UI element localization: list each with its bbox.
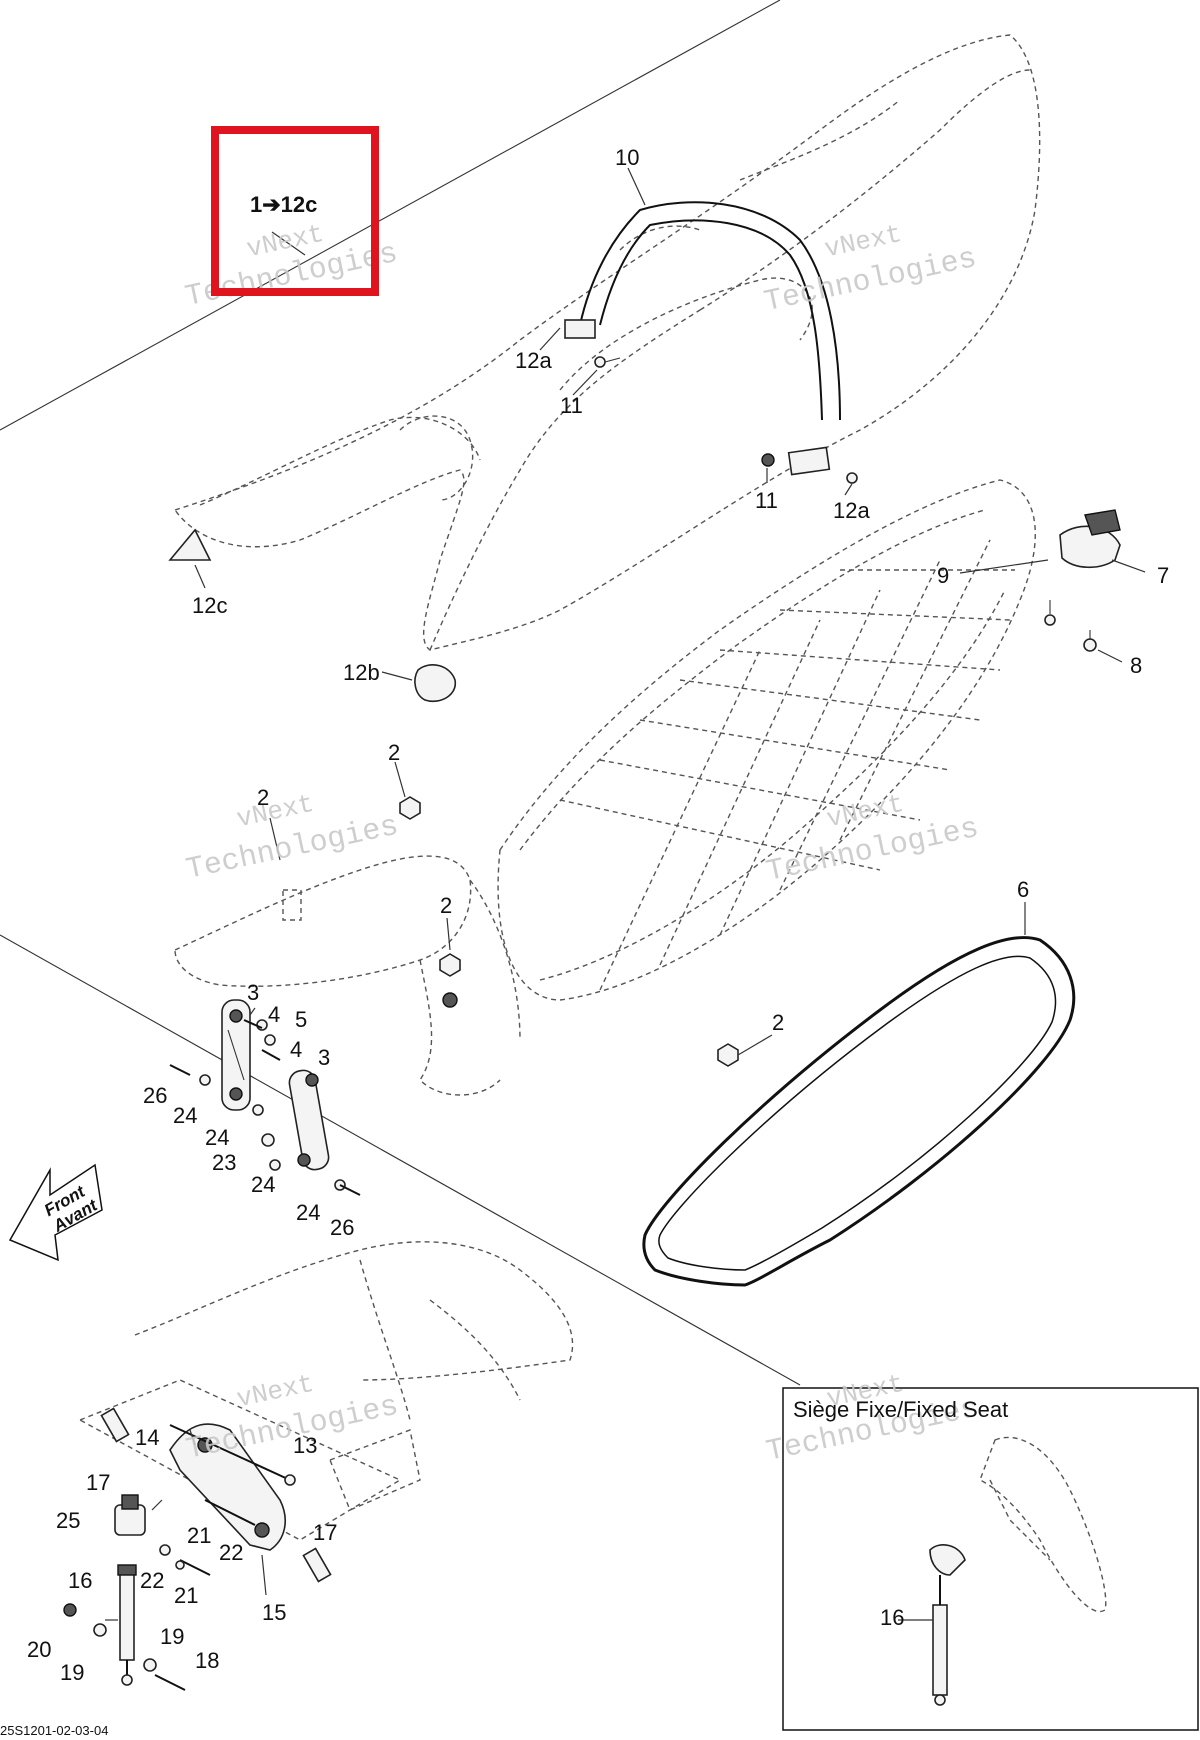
drawing-number: 25S1201-02-03-04 — [0, 1723, 108, 1738]
callout-13: 13 — [293, 1433, 317, 1458]
callout-labels: 1➔12c 10 12a 11 11 12a 9 7 8 12c 12b 2 2… — [27, 145, 1169, 1685]
screw-8 — [1083, 630, 1097, 652]
shock-16 — [117, 1564, 137, 1686]
inset-box — [782, 1387, 1199, 1731]
callout-7: 7 — [1157, 563, 1169, 588]
callout-24-c: 24 — [251, 1172, 275, 1197]
callout-24-d: 24 — [296, 1200, 320, 1225]
bracket-15 — [169, 1423, 286, 1551]
callout-5: 5 — [295, 1007, 307, 1032]
strap-fasteners — [594, 356, 858, 484]
nuts-2 — [399, 796, 739, 1067]
callout-6: 6 — [1017, 877, 1029, 902]
spacer-17b — [302, 1547, 332, 1583]
highlight-box — [211, 126, 379, 296]
callout-24-b: 24 — [205, 1125, 229, 1150]
callout-12c: 12c — [192, 593, 227, 618]
callout-16: 16 — [68, 1568, 92, 1593]
callout-9: 9 — [937, 563, 949, 588]
callout-26-a: 26 — [143, 1083, 167, 1108]
callout-18: 18 — [195, 1648, 219, 1673]
callout-2-d: 2 — [772, 1010, 784, 1035]
seat-cover-outline — [173, 34, 1041, 651]
end-cap-12c — [168, 528, 212, 561]
washers-bolts — [169, 1019, 361, 1196]
watermark-line1: vNext — [824, 789, 907, 835]
callout-8: 8 — [1130, 653, 1142, 678]
screw-9 — [1044, 600, 1056, 626]
front-arrow — [8, 1163, 103, 1262]
background-lines — [0, 0, 801, 1386]
callout-4-b: 4 — [290, 1037, 302, 1062]
callout-21-a: 21 — [187, 1523, 211, 1548]
inset-title: Siège Fixe/Fixed Seat — [793, 1397, 1008, 1422]
seal-6 — [642, 936, 1076, 1287]
clamp-25 — [114, 1494, 146, 1536]
callout-12a-top: 12a — [515, 348, 552, 373]
callout-24-a: 24 — [173, 1103, 197, 1128]
left-frame — [174, 855, 521, 1096]
watermark-line1: vNext — [822, 219, 905, 265]
callout-19-a: 19 — [60, 1660, 84, 1685]
callout-11-right: 11 — [755, 488, 778, 513]
spacer-17a — [100, 1407, 130, 1443]
callout-2-c: 2 — [440, 893, 452, 918]
cover-12b — [414, 664, 456, 702]
bolt-13 — [169, 1424, 296, 1486]
callout-2-a: 2 — [388, 740, 400, 765]
callout-2-b: 2 — [257, 785, 269, 810]
watermark-line1: vNext — [234, 1369, 317, 1415]
link-3a — [221, 999, 251, 1111]
leader-lines — [105, 167, 1146, 1621]
callout-17-a: 17 — [86, 1470, 110, 1495]
callout-22-b: 22 — [140, 1568, 164, 1593]
lower-frame — [78, 1241, 574, 1541]
callout-3-a: 3 — [247, 980, 259, 1005]
callout-14: 14 — [135, 1425, 159, 1450]
callout-26-b: 26 — [330, 1215, 354, 1240]
callout-12a-right: 12a — [833, 498, 870, 523]
callout-15: 15 — [262, 1600, 286, 1625]
seat-strap — [564, 201, 841, 476]
callout-23: 23 — [212, 1150, 236, 1175]
callout-10: 10 — [615, 145, 639, 170]
hardware-18-19-20 — [63, 1603, 186, 1691]
callout-22-a: 22 — [219, 1540, 243, 1565]
bolts-21-22 — [159, 1499, 256, 1576]
callout-4-a: 4 — [268, 1002, 280, 1027]
callout-1-12c: 1➔12c — [250, 192, 317, 217]
callout-25: 25 — [56, 1508, 80, 1533]
callout-17-b: 17 — [313, 1520, 337, 1545]
link-3b — [288, 1069, 330, 1171]
seat-frame — [497, 479, 1036, 1001]
callout-16-inset: 16 — [880, 1605, 904, 1630]
watermark-line1: vNext — [234, 789, 317, 835]
callout-21-b: 21 — [174, 1583, 198, 1608]
latch-7 — [1059, 509, 1121, 569]
callout-20: 20 — [27, 1637, 51, 1662]
callout-19-b: 19 — [160, 1624, 184, 1649]
callout-11-top: 11 — [560, 393, 583, 418]
callout-3-b: 3 — [318, 1045, 330, 1070]
callout-12b: 12b — [343, 660, 380, 685]
